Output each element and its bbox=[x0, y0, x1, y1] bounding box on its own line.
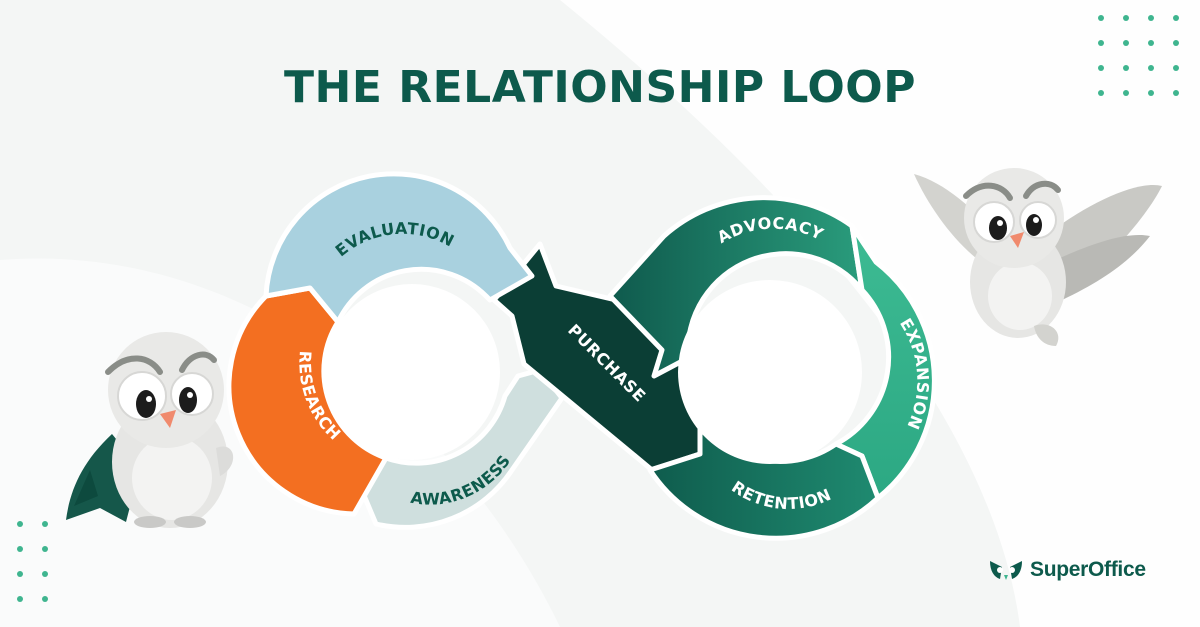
owl-mascot-right-icon bbox=[914, 168, 1162, 346]
owl-mascot-left-icon bbox=[66, 332, 234, 528]
superoffice-logo-icon bbox=[990, 561, 1022, 580]
page-title: THE RELATIONSHIP LOOP bbox=[284, 62, 916, 113]
segment-research bbox=[226, 285, 389, 517]
segment-expansion bbox=[833, 223, 937, 501]
dot-grid-bottom-left bbox=[17, 521, 48, 602]
brand-name: SuperOffice bbox=[1030, 558, 1146, 581]
brand-logo-spacer bbox=[988, 557, 1024, 583]
segment-evaluation bbox=[263, 171, 535, 325]
brand-logo: SuperOffice bbox=[988, 557, 1146, 583]
dot-grid-top-right bbox=[1098, 15, 1179, 96]
segment-advocacy bbox=[607, 195, 865, 379]
